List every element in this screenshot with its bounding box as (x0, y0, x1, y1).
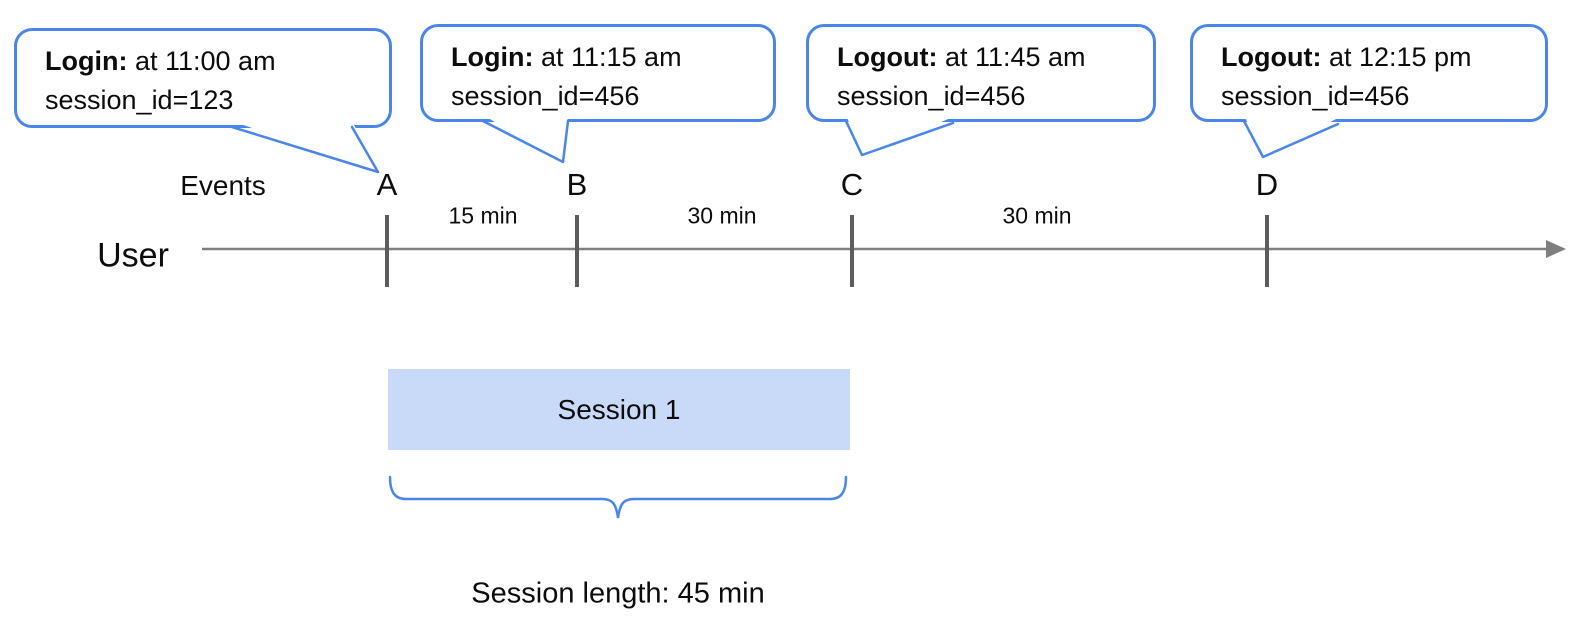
event-type-label: Logout: (837, 42, 938, 72)
event-marker-c: C (840, 167, 864, 202)
callout-line-1: Logout: at 12:15 pm (1221, 38, 1529, 77)
event-time-label: at 11:15 am (533, 42, 682, 72)
callout-tail-a (230, 121, 380, 174)
session-length-brace (388, 475, 848, 519)
callout-line-1: Login: at 11:00 am (45, 42, 373, 81)
session-bar-label: Session 1 (557, 393, 681, 425)
event-type-label: Logout: (1221, 42, 1322, 72)
event-time-label: at 11:00 am (127, 46, 276, 76)
event-marker-a: A (376, 167, 398, 202)
session-id-label: session_id=456 (1221, 81, 1410, 111)
timeline-arrowhead-icon (1546, 240, 1566, 258)
callout-line-1: Login: at 11:15 am (451, 38, 757, 77)
interval-label-bc: 30 min (687, 202, 757, 229)
session-id-label: session_id=123 (45, 85, 234, 115)
callout-tail-b (481, 115, 570, 164)
event-marker-d: D (1255, 167, 1279, 202)
event-marker-b: B (566, 167, 588, 202)
event-type-label: Login: (45, 46, 128, 76)
events-axis-label: Events (180, 170, 266, 201)
session-bar: Session 1 (388, 369, 850, 450)
event-time-label: at 12:15 pm (1321, 42, 1472, 72)
interval-label-ab: 15 min (448, 202, 518, 229)
event-time-label: at 11:45 am (937, 42, 1086, 72)
session-id-label: session_id=456 (837, 81, 1026, 111)
callout-login-b: Login: at 11:15 am session_id=456 (420, 24, 776, 122)
interval-label-cd: 30 min (1002, 202, 1072, 229)
callout-logout-c: Logout: at 11:45 am session_id=456 (806, 24, 1156, 122)
session-id-label: session_id=456 (451, 81, 640, 111)
user-row-label: User (97, 236, 169, 275)
callout-login-a: Login: at 11:00 am session_id=123 (14, 28, 392, 128)
session-length-label: Session length: 45 min (471, 577, 765, 610)
timeline-axis (202, 240, 1566, 258)
callout-logout-d: Logout: at 12:15 pm session_id=456 (1190, 24, 1548, 122)
event-type-label: Login: (451, 42, 534, 72)
callout-line-1: Logout: at 11:45 am (837, 38, 1137, 77)
